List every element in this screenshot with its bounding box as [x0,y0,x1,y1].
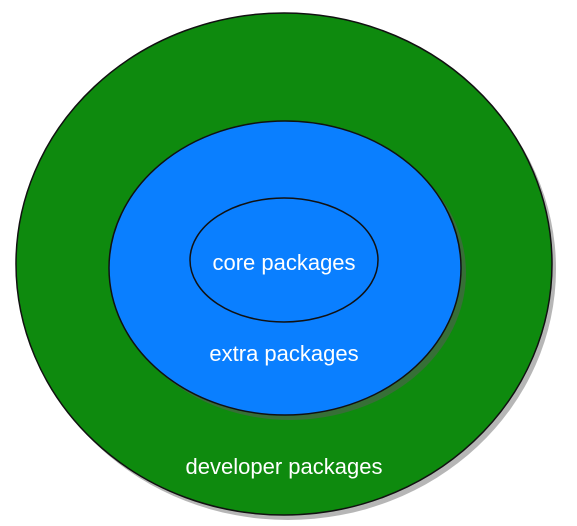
extra-packages-label: extra packages [209,341,358,366]
core-packages-ring [189,197,379,323]
core-packages-label: core packages [212,250,355,275]
developer-packages-label: developer packages [186,454,383,479]
